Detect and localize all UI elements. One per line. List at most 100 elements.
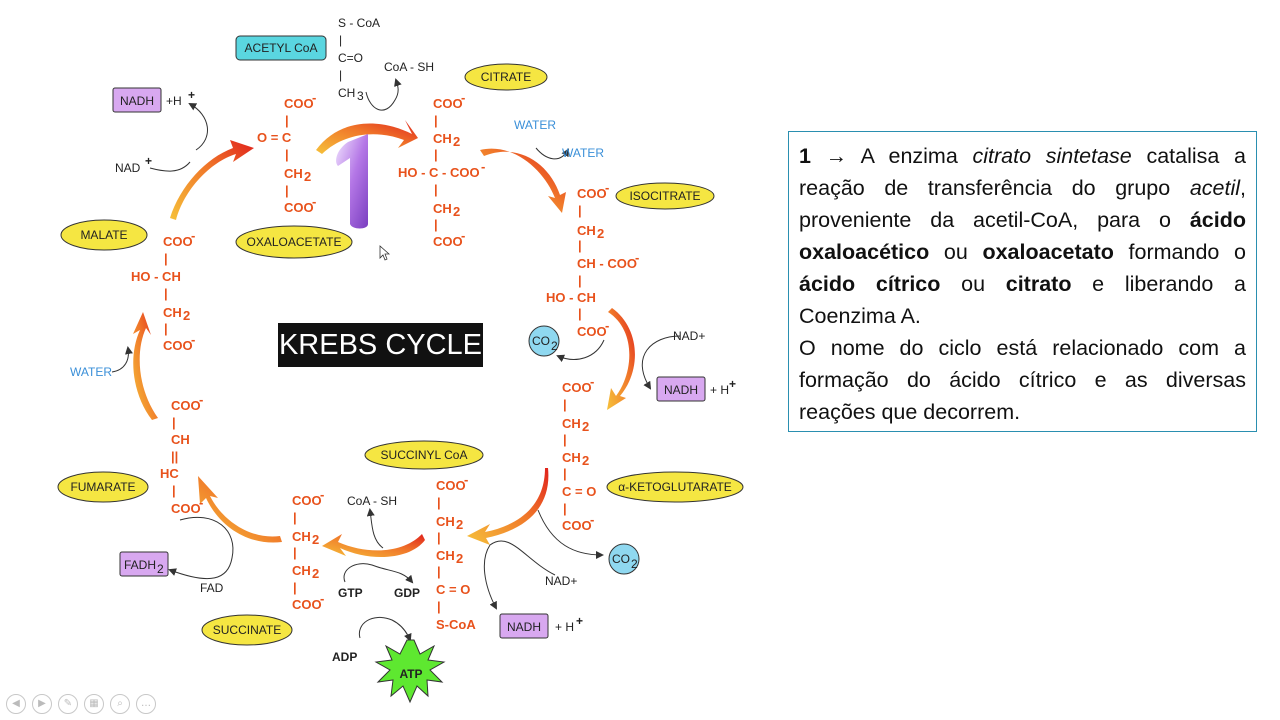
- svg-text:CH: CH: [433, 131, 452, 146]
- svg-text:COO: COO: [171, 501, 201, 516]
- svg-text:HO - CH: HO - CH: [131, 269, 181, 284]
- svg-text:COO: COO: [433, 96, 463, 111]
- svg-text:|: |: [437, 564, 441, 579]
- adp-label: ADP: [332, 650, 357, 664]
- svg-text:|: |: [285, 147, 289, 162]
- svg-text:NADH: NADH: [664, 383, 698, 397]
- cofactor-arrows: [111, 78, 681, 642]
- svg-text:COO: COO: [163, 234, 193, 249]
- svg-text:COO: COO: [577, 186, 607, 201]
- svg-text:ATP: ATP: [399, 667, 422, 681]
- gtp-label: GTP: [338, 586, 363, 600]
- arrow-malate-to-oaa: [170, 140, 254, 220]
- svg-text:|: |: [563, 432, 567, 447]
- svg-text:COO: COO: [171, 398, 201, 413]
- svg-text:HO - CH: HO - CH: [546, 290, 596, 305]
- isocitrate-label: ISOCITRATE: [615, 182, 715, 210]
- atp-burst: ATP: [374, 639, 446, 704]
- svg-text:C = O: C = O: [562, 484, 596, 499]
- svg-text:|: |: [172, 483, 176, 498]
- text-seg: catalisa a reação de transferência do gr…: [799, 144, 1246, 200]
- text-seg: e liberando a Coenzima A.: [799, 272, 1246, 328]
- svg-text:|: |: [293, 545, 297, 560]
- svg-text:FUMARATE: FUMARATE: [70, 480, 135, 494]
- svg-text:+ H: + H: [555, 620, 574, 634]
- arrow-fumarate-to-malate: [133, 312, 158, 420]
- svg-text:HO - C - COO: HO - C - COO: [398, 165, 480, 180]
- svg-text:2: 2: [582, 453, 589, 468]
- malate-label: MALATE: [60, 219, 148, 251]
- svg-text:|: |: [164, 251, 168, 266]
- water-label-3: WATER: [70, 365, 112, 379]
- svg-text:NADH: NADH: [507, 620, 541, 634]
- arrow-citrate-to-isocitrate: [480, 148, 566, 213]
- svg-text:C = O: C = O: [436, 582, 470, 597]
- text-seg: formando o: [1113, 240, 1246, 264]
- svg-text:|: |: [293, 510, 297, 525]
- svg-text:-: -: [461, 90, 465, 105]
- svg-text:|: |: [164, 321, 168, 336]
- next-icon[interactable]: ▶: [32, 694, 52, 714]
- fadh2-box: FADH 2: [119, 551, 169, 577]
- svg-text:CH: CH: [562, 450, 581, 465]
- svg-text:-: -: [464, 472, 468, 487]
- svg-text:COO: COO: [562, 380, 592, 395]
- nad-plus-malate: NAD +: [115, 154, 152, 175]
- oxaloacetate-label: OXALOACETATE: [235, 225, 353, 259]
- water-label-1: WATER: [514, 118, 556, 132]
- pen-icon[interactable]: ✎: [58, 694, 78, 714]
- arrow-oaa-to-citrate: [316, 120, 418, 154]
- nad-plus-akg: NAD+: [545, 574, 577, 588]
- gdp-label: GDP: [394, 586, 420, 600]
- svg-text:2: 2: [312, 532, 319, 547]
- svg-text:C=O: C=O: [338, 51, 363, 65]
- svg-text:COO: COO: [562, 518, 592, 533]
- svg-text:2: 2: [456, 551, 463, 566]
- svg-text:2: 2: [183, 308, 190, 323]
- more-icon[interactable]: …: [136, 694, 156, 714]
- svg-text:+: +: [576, 614, 583, 628]
- zoom-icon[interactable]: ⌕: [110, 694, 130, 714]
- arrow-isocitrate-to-akg: [607, 308, 635, 410]
- svg-text:CH: CH: [163, 305, 182, 320]
- svg-text:|: |: [285, 183, 289, 198]
- arrow-akg-to-succinylcoa: [467, 468, 549, 545]
- svg-text:-: -: [605, 318, 609, 333]
- svg-text:CH - COO: CH - COO: [577, 256, 637, 271]
- svg-text:-: -: [312, 90, 316, 105]
- nadh-box-akg: NADH + H +: [499, 613, 583, 639]
- svg-text:CH: CH: [577, 223, 596, 238]
- svg-text:-: -: [199, 392, 203, 407]
- krebs-cycle-title: KREBS CYCLE: [278, 323, 483, 367]
- svg-text:+: +: [145, 154, 152, 168]
- svg-text:CH: CH: [436, 514, 455, 529]
- water-label-2: WATER: [562, 146, 604, 160]
- svg-text:|: |: [437, 495, 441, 510]
- explanation-textbox: 1 → A enzima citrato sintetase catalisa …: [788, 131, 1257, 432]
- svg-text:-: -: [191, 332, 195, 347]
- cycle-arrows: [133, 120, 635, 558]
- svg-text:S - CoA: S - CoA: [338, 16, 380, 30]
- svg-text:|: |: [339, 68, 342, 82]
- step-number-one: [336, 134, 368, 229]
- svg-text:2: 2: [582, 419, 589, 434]
- arrow-glyph: →: [810, 144, 861, 168]
- slides-icon[interactable]: ▦: [84, 694, 104, 714]
- svg-text:-: -: [312, 194, 316, 209]
- slideshow-nav: ◀ ▶ ✎ ▦ ⌕ …: [6, 694, 156, 716]
- metabolite-labels: ACETYL CoA CITRATE ISOCITRATE α-KETOGLUT…: [57, 35, 744, 646]
- nadh-box-isocitrate: NADH + H +: [656, 376, 736, 402]
- svg-text:CO: CO: [612, 552, 630, 566]
- fumarate-label: FUMARATE: [57, 471, 149, 503]
- svg-text:|: |: [285, 113, 289, 128]
- svg-text:α-KETOGLUTARATE: α-KETOGLUTARATE: [618, 480, 732, 494]
- fumarate-structure: COO- | CH || HC | COO-: [160, 392, 203, 516]
- prev-icon[interactable]: ◀: [6, 694, 26, 714]
- svg-text:2: 2: [456, 517, 463, 532]
- svg-text:|: |: [437, 599, 441, 614]
- bold-term: citrato: [1005, 272, 1072, 296]
